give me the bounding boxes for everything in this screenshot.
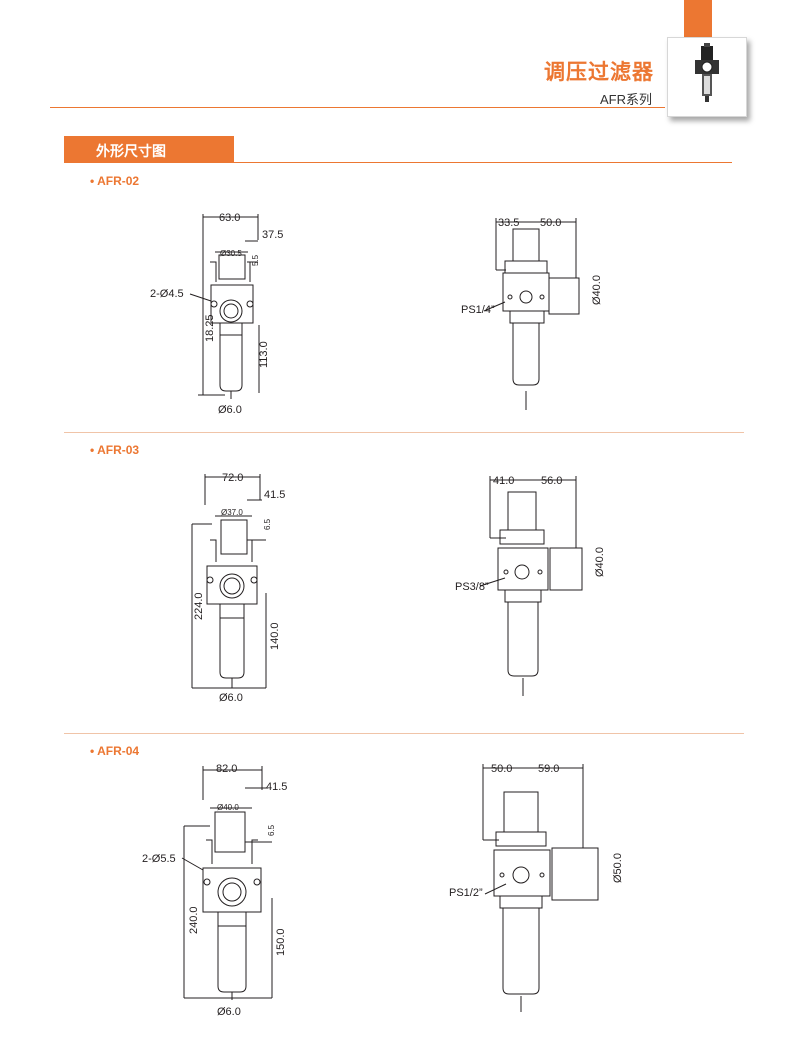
afr-03-side-view xyxy=(479,476,583,696)
afr-04-gauge-label: Ø50.0 xyxy=(612,853,624,883)
separator-1 xyxy=(64,432,744,433)
regulator-filter-icon xyxy=(695,43,719,102)
afr-04-drain-label: Ø6.0 xyxy=(217,1006,241,1018)
header-tab-mark xyxy=(684,0,712,38)
afr-03-knob-label: Ø37.0 xyxy=(221,508,243,517)
model-title-afr-02: • AFR-02 xyxy=(90,174,140,188)
afr-03-gauge-label: Ø40.0 xyxy=(594,547,606,577)
page-series: AFR系列 xyxy=(599,92,652,107)
afr-04-front-view xyxy=(181,766,273,1000)
model-title-afr-04: • AFR-04 xyxy=(90,744,140,758)
afr-02-height-total-label: 18.25 xyxy=(204,314,216,342)
afr-02-port-label: PS1/4” xyxy=(461,304,495,316)
afr-03-side-left-label: 41.0 xyxy=(493,475,514,487)
header-rule xyxy=(50,107,665,108)
afr-02-side-right-label: 50.0 xyxy=(540,217,561,229)
section-title: 外形尺寸图 xyxy=(96,143,166,159)
afr-02-front-view xyxy=(189,214,260,399)
page-title: 调压过滤器 xyxy=(544,61,654,84)
model-title-afr-03: • AFR-03 xyxy=(90,443,140,457)
afr-02-knob-label: Ø30.5 xyxy=(220,249,242,258)
afr-02-gauge-label: Ø40.0 xyxy=(591,275,603,305)
afr-03-height-lower-label: 140.0 xyxy=(269,622,281,650)
afr-02-depth-label: 37.5 xyxy=(262,229,283,241)
separator-2 xyxy=(64,733,744,734)
section-rule xyxy=(64,162,732,163)
afr-04-side-left-label: 50.0 xyxy=(491,763,512,775)
afr-04-height-lower-label: 150.0 xyxy=(275,928,287,956)
afr-04-height-total-label: 240.0 xyxy=(188,906,200,934)
afr-03-front-view xyxy=(191,474,267,689)
afr-03-height-total-label: 224.0 xyxy=(193,592,205,620)
afr-02-offset-label: 5.5 xyxy=(251,254,260,266)
afr-03-drain-label: Ø6.0 xyxy=(219,692,243,704)
afr-02-width-label: 63.0 xyxy=(219,212,240,224)
afr-02-side-left-label: 33.5 xyxy=(498,217,519,229)
afr-02-side-view xyxy=(483,218,580,410)
afr-03-width-label: 72.0 xyxy=(222,472,243,484)
afr-04-side-right-label: 59.0 xyxy=(538,763,559,775)
afr-03-side-right-label: 56.0 xyxy=(541,475,562,487)
afr-04-port-label: PS1/2” xyxy=(449,887,483,899)
afr-04-side-view xyxy=(482,764,599,1012)
afr-03-port-label: PS3/8” xyxy=(455,581,489,593)
afr-02-mount-label: 2-Ø4.5 xyxy=(150,288,184,300)
afr-04-knob-label: Ø40.0 xyxy=(217,803,239,812)
afr-03-depth-label: 41.5 xyxy=(264,489,285,501)
afr-04-mount-label: 2-Ø5.5 xyxy=(142,853,176,865)
afr-03-offset-label: 6.5 xyxy=(263,518,272,530)
product-thumbnail xyxy=(667,37,747,117)
afr-04-offset-label: 6.5 xyxy=(267,824,276,836)
section-bar: 外形尺寸图 xyxy=(64,136,234,162)
afr-02-drain-label: Ø6.0 xyxy=(218,404,242,416)
afr-04-depth-label: 41.5 xyxy=(266,781,287,793)
afr-04-width-label: 82.0 xyxy=(216,763,237,775)
afr-02-height-lower-label: 113.0 xyxy=(258,341,270,368)
